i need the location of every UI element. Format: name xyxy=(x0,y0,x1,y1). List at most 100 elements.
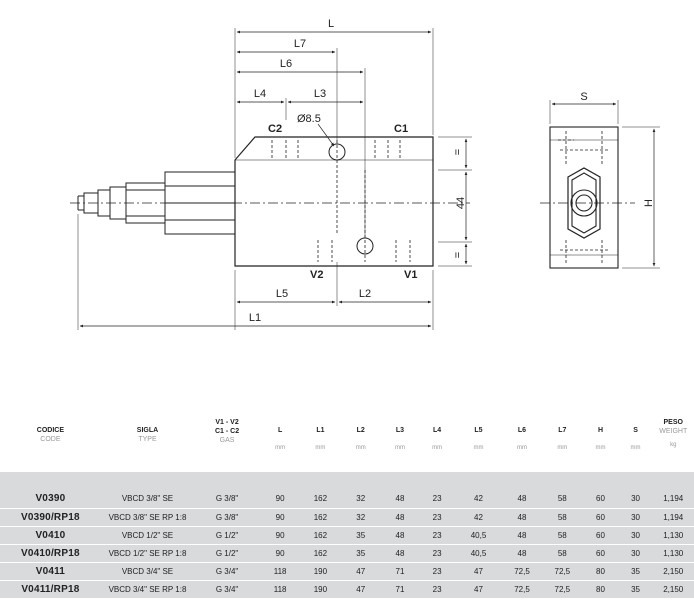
cell-l5: 47 xyxy=(455,562,502,581)
cell-type: VBCD 1/2" SE RP 1:8 xyxy=(100,544,195,563)
cell-l7: 58 xyxy=(542,490,583,509)
cell-l1: 162 xyxy=(300,544,341,563)
cell-l2: 35 xyxy=(340,544,381,563)
cell-l4: 23 xyxy=(419,508,456,527)
cell-l: 90 xyxy=(259,526,301,545)
cell-gas: G 1/2" xyxy=(194,544,260,563)
cell-type: VBCD 1/2" SE xyxy=(100,526,195,545)
port-v2-label: V2 xyxy=(310,269,323,281)
cell-gas: G 1/2" xyxy=(194,526,260,545)
dim-L7-label: L7 xyxy=(294,38,306,50)
cell-type: VBCD 3/4" SE xyxy=(100,562,195,581)
cell-l3: 48 xyxy=(380,508,420,527)
cell-l5: 42 xyxy=(455,508,502,527)
cell-l6: 48 xyxy=(501,490,543,509)
cell-code: V0390/RP18 xyxy=(0,508,101,527)
cell-l: 90 xyxy=(259,544,301,563)
cell-s: 30 xyxy=(618,544,653,563)
cell-l6: 72,5 xyxy=(501,562,543,581)
cell-l6: 48 xyxy=(501,544,543,563)
cell-gas: G 3/4" xyxy=(194,580,260,599)
cell-l: 90 xyxy=(259,490,301,509)
cell-h: 60 xyxy=(582,490,619,509)
cell-l7: 58 xyxy=(542,544,583,563)
cell-l7: 72,5 xyxy=(542,562,583,581)
cell-weight: 1,194 xyxy=(652,508,694,527)
cell-weight: 1,194 xyxy=(652,490,694,509)
cell-l1: 190 xyxy=(300,562,341,581)
cell-l: 118 xyxy=(259,580,301,599)
dim-L2-label: L2 xyxy=(359,288,371,300)
cell-l2: 32 xyxy=(340,508,381,527)
cell-gas: G 3/4" xyxy=(194,562,260,581)
cell-code: V0390 xyxy=(0,490,101,509)
dim-L-label: L xyxy=(328,18,334,30)
cell-type: VBCD 3/8" SE RP 1:8 xyxy=(100,508,195,527)
port-v1-label: V1 xyxy=(404,269,417,281)
cell-h: 60 xyxy=(582,544,619,563)
cell-weight: 1,130 xyxy=(652,526,694,545)
cell-l2: 32 xyxy=(340,490,381,509)
cell-l3: 48 xyxy=(380,490,420,509)
dim-L6-label: L6 xyxy=(280,58,292,70)
cell-code: V0410/RP18 xyxy=(0,544,101,563)
cell-l6: 48 xyxy=(501,508,543,527)
cell-l4: 23 xyxy=(419,562,456,581)
cell-l2: 35 xyxy=(340,526,381,545)
cell-s: 30 xyxy=(618,490,653,509)
cell-l7: 58 xyxy=(542,526,583,545)
cell-type: VBCD 3/4" SE RP 1:8 xyxy=(100,580,195,599)
cell-l3: 71 xyxy=(380,562,420,581)
cell-weight: 2,150 xyxy=(652,562,694,581)
dim-44-label: 44 xyxy=(455,197,467,209)
cell-code: V0411 xyxy=(0,562,101,581)
dim-par-bottom-label: = xyxy=(452,252,464,258)
cell-s: 35 xyxy=(618,562,653,581)
cell-l: 118 xyxy=(259,562,301,581)
cell-l5: 42 xyxy=(455,490,502,509)
cell-l2: 47 xyxy=(340,580,381,599)
cell-l3: 71 xyxy=(380,580,420,599)
cell-l5: 47 xyxy=(455,580,502,599)
dim-L4-label: L4 xyxy=(254,88,266,100)
cell-code: V0411/RP18 xyxy=(0,580,101,599)
cell-h: 60 xyxy=(582,526,619,545)
cell-h: 60 xyxy=(582,508,619,527)
cell-l6: 72,5 xyxy=(501,580,543,599)
cell-l1: 190 xyxy=(300,580,341,599)
cell-l7: 58 xyxy=(542,508,583,527)
port-c1-label: C1 xyxy=(394,123,408,135)
cell-l4: 23 xyxy=(419,526,456,545)
cell-l1: 162 xyxy=(300,490,341,509)
dim-L3-label: L3 xyxy=(314,88,326,100)
cell-l2: 47 xyxy=(340,562,381,581)
cell-l3: 48 xyxy=(380,544,420,563)
cell-l6: 48 xyxy=(501,526,543,545)
cell-h: 80 xyxy=(582,580,619,599)
cell-l3: 48 xyxy=(380,526,420,545)
cell-gas: G 3/8" xyxy=(194,490,260,509)
port-c2-label: C2 xyxy=(268,123,282,135)
cell-l1: 162 xyxy=(300,526,341,545)
cell-h: 80 xyxy=(582,562,619,581)
cell-l5: 40,5 xyxy=(455,544,502,563)
cell-s: 35 xyxy=(618,580,653,599)
